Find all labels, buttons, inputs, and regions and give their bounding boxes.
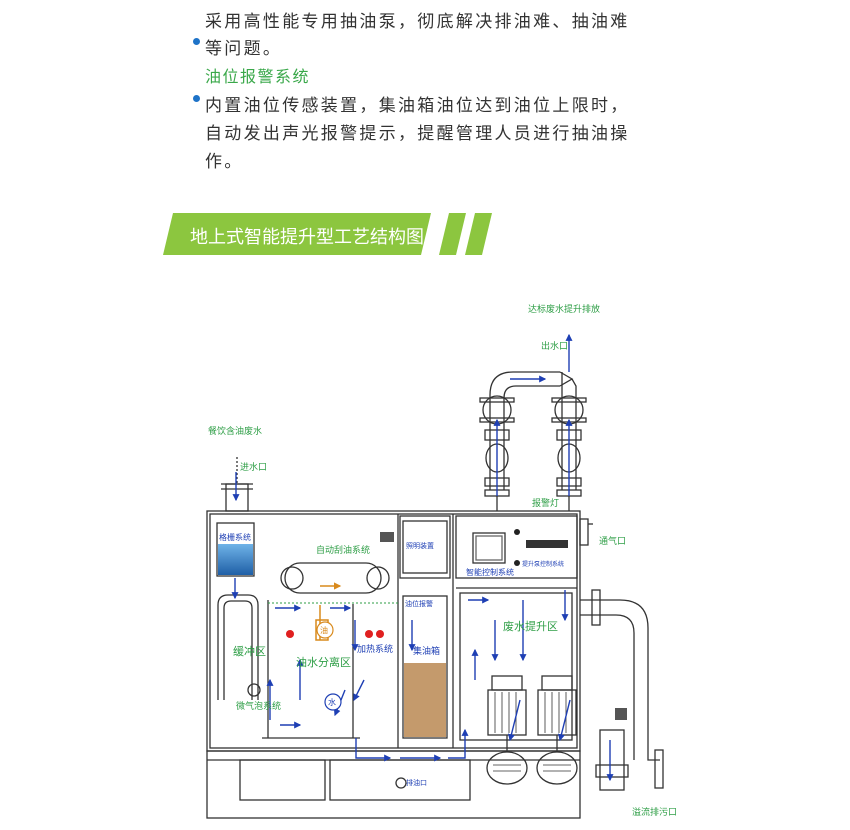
label-grille: 格栅系统 [219, 532, 251, 542]
paragraph-line-2: 等问题。 [205, 39, 283, 59]
paragraph-line-3: 内置油位传感装置，集油箱油位达到油位上限时， [205, 96, 630, 116]
label-lighting: 照明装置 [406, 541, 434, 550]
paragraph-line-5: 作。 [205, 152, 244, 172]
label-smart-control: 智能控制系统 [466, 567, 514, 577]
label-oil-outlet: 排油口 [406, 778, 427, 787]
label-vent: 通气口 [599, 535, 626, 547]
label-oil-water-sep: 油水分离区 [296, 655, 351, 669]
label-lift-zone: 废水提升区 [503, 619, 558, 633]
label-overflow: 溢流排污口 [632, 806, 677, 818]
paragraph-line-1: 采用高性能专用抽油泵，彻底解决排油难、抽油难 [205, 12, 630, 32]
label-discharge: 达标废水提升排放 [528, 303, 600, 315]
paragraph-line-4: 自动发出声光报警提示，提醒管理人员进行抽油操 [205, 124, 630, 144]
label-auto-skim: 自动刮油系统 [316, 544, 370, 556]
label-oil-level: 油位报警 [405, 599, 433, 608]
grille-water [218, 544, 253, 575]
badge-oil: 油 [320, 625, 328, 635]
section-heading: 油位报警系统 [205, 67, 311, 86]
banner-title: 地上式智能提升型工艺结构图 [190, 227, 424, 248]
label-buffer: 缓冲区 [233, 644, 266, 658]
label-heating: 加热系统 [357, 643, 393, 655]
label-alarm-light: 报警灯 [532, 497, 559, 509]
badge-water: 水 [328, 697, 336, 707]
label-oil-tank: 集油箱 [413, 645, 440, 657]
bullet-dot [193, 95, 200, 102]
label-lift-control: 提升泵控制系统 [522, 560, 564, 568]
section-banner [163, 213, 492, 255]
label-inlet: 进水口 [240, 461, 267, 473]
bullet-dot [193, 38, 200, 45]
label-outlet: 出水口 [541, 340, 568, 352]
oil-level-fill [404, 663, 446, 737]
label-micro-bubble: 微气泡系统 [236, 700, 281, 712]
label-inlet-source: 餐饮含油废水 [208, 425, 262, 437]
